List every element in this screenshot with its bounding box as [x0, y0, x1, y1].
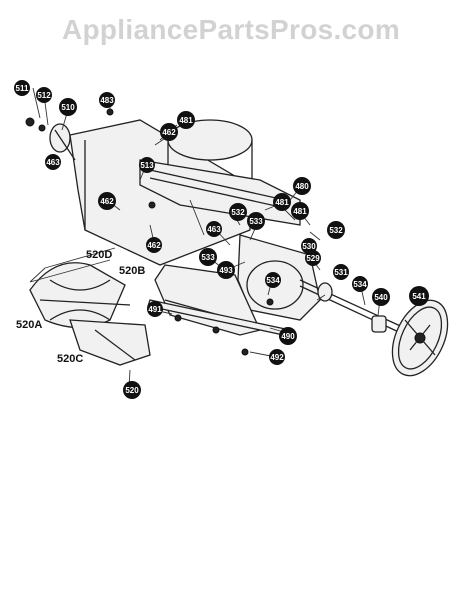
part-number-text: 533 [249, 217, 263, 226]
part-callout-462: 462 [160, 123, 178, 141]
part-number-text: 462 [100, 197, 114, 206]
part-callout-513: 513 [139, 157, 155, 173]
part-number-text: 530 [302, 242, 316, 251]
part-number-text: 532 [231, 208, 245, 217]
part-number-text: 490 [281, 332, 295, 341]
part-number-text: 532 [329, 226, 343, 235]
part-callout-483: 483 [99, 92, 115, 108]
part-number-text: 511 [16, 84, 29, 93]
part-number-text: 462 [162, 128, 176, 137]
part-number-text: 512 [37, 91, 51, 100]
part-number-text: 463 [207, 225, 221, 234]
part-number-text: 481 [179, 116, 193, 125]
label-520D: 520D [86, 249, 112, 261]
part-number-text: 510 [61, 103, 75, 112]
part-callout-463: 463 [206, 221, 222, 237]
part-callout-531: 531 [333, 264, 349, 280]
part-callout-462: 462 [146, 237, 162, 253]
label-520B: 520B [119, 265, 145, 277]
part-callout-481: 481 [177, 111, 195, 129]
part-number-text: 533 [201, 253, 215, 262]
part-callout-491: 491 [147, 301, 163, 317]
part-number-text: 534 [353, 280, 367, 289]
part-number-text: 462 [147, 241, 161, 250]
part-callout-533: 533 [247, 212, 265, 230]
part-number-text: 492 [270, 353, 284, 362]
part-callout-462: 462 [98, 192, 116, 210]
part-callout-541: 541 [409, 286, 429, 306]
text-labels: 520D 520B 520A 520C [16, 249, 145, 365]
part-callout-532: 532 [327, 221, 345, 239]
part-number-text: 491 [148, 305, 162, 314]
part-number-text: 483 [100, 96, 114, 105]
part-number-text: 534 [266, 276, 280, 285]
part-callout-512: 512 [36, 87, 52, 103]
watermark-text: AppliancePartsPros.com [61, 14, 401, 45]
part-callout-492: 492 [269, 349, 285, 365]
part-number-text: 540 [374, 293, 388, 302]
auger-housing-drawing [25, 87, 449, 390]
part-number-text: 480 [295, 182, 309, 191]
part-number-text: 463 [46, 158, 60, 167]
part-number-text: 520 [125, 386, 139, 395]
part-number-text: 513 [140, 161, 154, 170]
part-callout-533: 533 [199, 248, 217, 266]
part-number-text: 481 [293, 207, 307, 216]
part-callout-481: 481 [291, 202, 309, 220]
part-callout-510: 510 [59, 98, 77, 116]
part-callout-532: 532 [229, 203, 247, 221]
part-number-text: 529 [306, 254, 320, 263]
part-callout-463: 463 [45, 154, 61, 170]
part-callout-480: 480 [293, 177, 311, 195]
part-callout-534: 534 [352, 276, 368, 292]
part-callout-493: 493 [217, 261, 235, 279]
part-callout-540: 540 [372, 288, 390, 306]
part-callout-520: 520 [123, 381, 141, 399]
part-callout-529: 529 [305, 250, 321, 266]
part-callout-481: 481 [273, 193, 291, 211]
part-number-text: 481 [275, 198, 289, 207]
part-callout-511: 511 [14, 80, 30, 96]
part-callout-534: 534 [265, 272, 281, 288]
label-520C: 520C [57, 353, 83, 365]
part-number-text: 531 [334, 268, 348, 277]
part-number-text: 541 [412, 292, 426, 301]
label-520A: 520A [16, 319, 42, 331]
part-callout-490: 490 [279, 327, 297, 345]
part-number-text: 493 [219, 266, 233, 275]
